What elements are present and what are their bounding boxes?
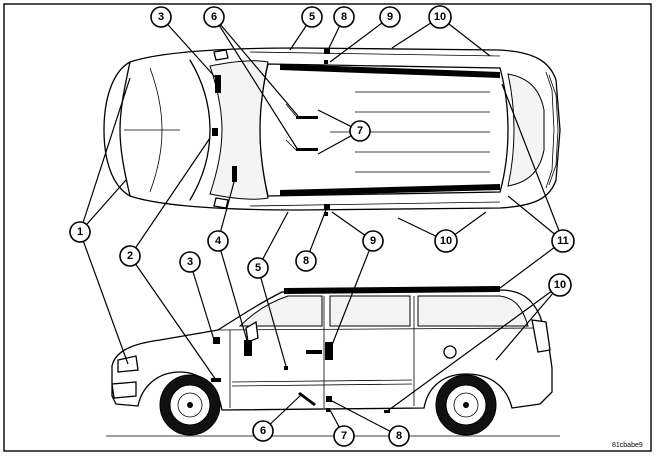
callout-label: 10 [554,279,566,291]
callout-6-top: 6 [203,6,225,28]
callout-label: 9 [370,235,376,247]
callout-label: 10 [440,235,452,247]
callout-label: 3 [187,256,193,268]
callout-8-mid: 8 [295,250,317,272]
callout-label: 1 [77,226,83,238]
callout-11: 11 [551,229,575,253]
callout-2: 2 [119,245,141,267]
callout-10-low: 10 [548,273,572,297]
callout-9-top: 9 [379,6,401,28]
callout-label: 6 [211,11,217,23]
callout-5-top: 5 [301,6,323,28]
leader-lines [79,16,564,437]
van-side-view [106,286,560,437]
callout-label: 9 [387,11,393,23]
callout-10-top: 10 [428,5,452,29]
callout-label: 7 [341,430,347,442]
callout-label: 8 [303,255,309,267]
callout-label: 5 [255,262,261,274]
callout-bubbles: 3 6 5 8 9 10 7 1 4 9 10 11 2 8 3 5 10 6 … [69,5,575,447]
callout-5-mid: 5 [247,257,269,279]
callout-label: 2 [127,250,133,262]
callout-4: 4 [207,230,229,252]
callout-label: 8 [341,11,347,23]
callout-10-mid: 10 [434,229,458,253]
callout-label: 3 [158,11,164,23]
callout-label: 4 [215,235,222,247]
callout-7-bottom: 7 [333,425,355,447]
van-top-view [103,47,561,216]
callout-label: 7 [357,125,363,137]
callout-6-bottom: 6 [252,420,274,442]
image-code: 81cbabe9 [612,442,643,449]
callout-label: 5 [309,11,315,23]
callout-8-bottom: 8 [388,425,410,447]
callout-8-top: 8 [333,6,355,28]
callout-7-top: 7 [349,120,371,142]
figure-border [3,3,652,452]
callout-3-top: 3 [150,6,172,28]
callout-label: 8 [396,430,402,442]
callout-9-mid: 9 [362,230,384,252]
callout-label: 10 [434,11,446,23]
callout-label: 6 [260,425,266,437]
callout-1: 1 [69,221,91,243]
callout-label: 11 [557,235,569,247]
callout-3-mid: 3 [179,251,201,273]
